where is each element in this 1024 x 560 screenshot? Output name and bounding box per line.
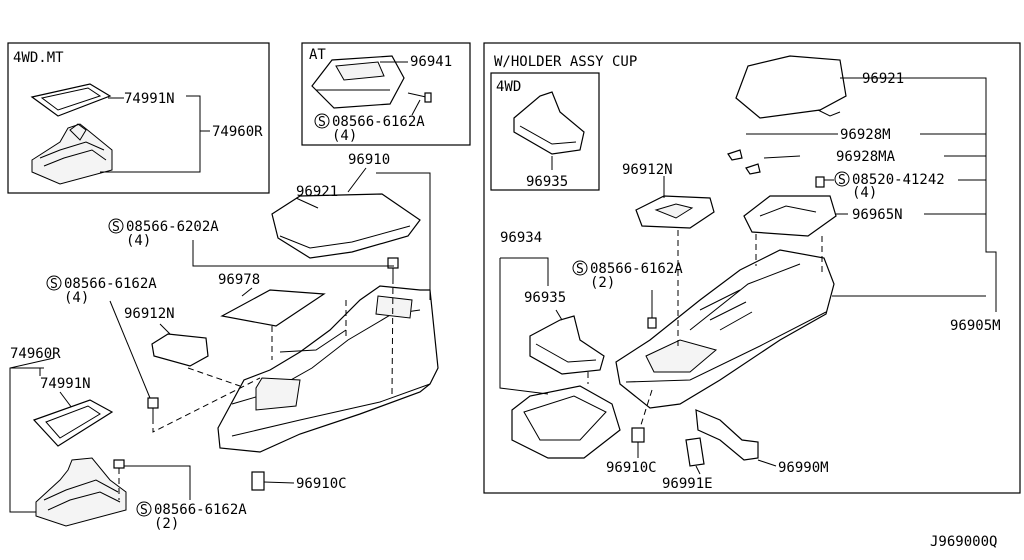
label-08566-6162A-left: 08566-6162A <box>64 276 157 292</box>
box-cup-holder <box>483 42 1021 494</box>
at-indicator-cover <box>311 55 405 109</box>
label-96941: 96941 <box>410 54 452 70</box>
bracket-96928M <box>727 149 743 161</box>
screw-mark-6162A-right: S <box>576 262 584 277</box>
label-74991N-top: 74991N <box>124 91 175 107</box>
cup-4wd-boot <box>513 91 585 155</box>
label-96910C-right: 96910C <box>606 460 657 476</box>
label-96928MA: 96928MA <box>836 149 896 165</box>
screw-symbol-at <box>314 113 330 129</box>
screw-mark-6202A: S <box>112 220 120 235</box>
label-08566-6162A-right: 08566-6162A <box>590 261 683 277</box>
label-96991E: 96991E <box>662 476 713 492</box>
left-screw-06162A <box>147 397 159 418</box>
left-tray-96978 <box>220 289 326 327</box>
screw-symbol-6202A <box>108 218 124 234</box>
clip-96910C-right <box>631 427 645 443</box>
right-armrest-lid <box>735 55 847 119</box>
screw-symbol-6162A-bottom <box>136 501 152 517</box>
screw-symbol-41242 <box>834 171 850 187</box>
box-cup-4wd <box>490 72 600 191</box>
left-finisher-96912N <box>151 333 209 367</box>
bracket-96928MA <box>745 163 761 175</box>
label-08566-6162A-at: 08566-6162A <box>332 114 425 130</box>
screw-08520-41242 <box>815 176 825 188</box>
label-96934: 96934 <box>500 230 542 246</box>
left-console <box>217 285 439 453</box>
box-cup-title: W/HOLDER ASSY CUP <box>494 54 637 70</box>
box-at-title: AT <box>309 47 326 63</box>
screw-mark-at: S <box>318 115 326 130</box>
qty-08566-6162A-right: (2) <box>590 275 615 291</box>
label-08520-41242: 08520-41242 <box>852 172 945 188</box>
qty-08566-6162A-bottom: (2) <box>154 516 179 532</box>
label-74960R-bottom: 74960R <box>10 346 61 362</box>
screw-mark-41242: S <box>838 173 846 188</box>
label-08566-6162A-bottom: 08566-6162A <box>154 502 247 518</box>
label-96921-left: 96921 <box>296 184 338 200</box>
right-finisher-96912N <box>635 195 715 229</box>
bracket-96990M <box>695 409 759 461</box>
label-08566-6202A: 08566-6202A <box>126 219 219 235</box>
console-front-96934 <box>511 385 621 459</box>
left-armrest-lid <box>271 193 421 259</box>
box-cup-4wd-title: 4WD <box>496 79 521 95</box>
box-at <box>301 42 471 146</box>
screw-symbol-6162A-left <box>46 275 62 291</box>
label-96928M: 96928M <box>840 127 891 143</box>
boot-bottom <box>35 457 127 527</box>
pin-96991E <box>685 437 705 467</box>
at-screw <box>407 92 432 103</box>
label-74991N-bottom: 74991N <box>40 376 91 392</box>
screw-mark-6162A-bottom: S <box>140 503 148 518</box>
screw-bottom-6162A <box>113 459 125 500</box>
label-96935-bottom: 96935 <box>524 290 566 306</box>
qty-08520-41242: (4) <box>852 185 877 201</box>
boot-top <box>31 123 113 185</box>
label-96912N-left: 96912N <box>124 306 175 322</box>
label-96921-right: 96921 <box>862 71 904 87</box>
screw-right-6162A <box>647 317 657 329</box>
label-74960R-top: 74960R <box>212 124 263 140</box>
qty-08566-6202A: (4) <box>126 233 151 249</box>
boot-retainer-bottom <box>32 399 114 447</box>
left-screw-06202A <box>387 257 399 278</box>
label-96910: 96910 <box>348 152 390 168</box>
label-96990M: 96990M <box>778 460 829 476</box>
drawing-code: J969000Q <box>930 534 997 550</box>
boot-96935-bottom <box>529 315 605 375</box>
cup-holder-96965N <box>743 195 837 237</box>
label-96935-top: 96935 <box>526 174 568 190</box>
screw-symbol-6162A-right <box>572 260 588 276</box>
label-96965N: 96965N <box>852 207 903 223</box>
screw-mark-6162A-left: S <box>50 277 58 292</box>
qty-08566-6162A-left: (4) <box>64 290 89 306</box>
label-96912N-right: 96912N <box>622 162 673 178</box>
label-96910C-left: 96910C <box>296 476 347 492</box>
label-96905M: 96905M <box>950 318 1001 334</box>
qty-08566-6162A-at: (4) <box>332 128 357 144</box>
box-4wd-mt-title: 4WD.MT <box>13 50 64 66</box>
box-4wd-mt <box>7 42 270 194</box>
left-clip-96910C <box>251 471 295 491</box>
label-96978: 96978 <box>218 272 260 288</box>
right-console-96905M <box>615 249 835 409</box>
boot-retainer-top <box>30 83 112 117</box>
